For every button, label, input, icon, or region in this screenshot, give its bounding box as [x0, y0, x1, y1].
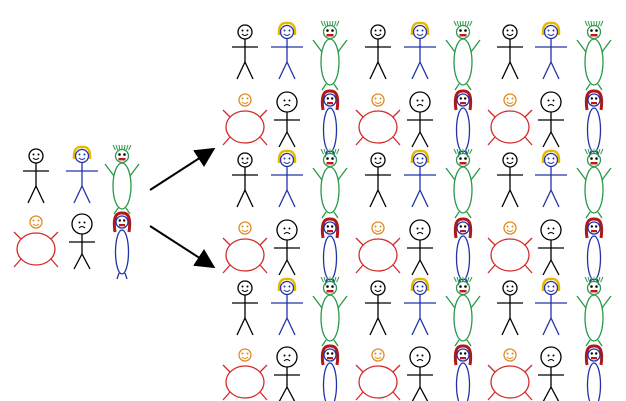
figure-spiky	[576, 20, 612, 91]
figure-blonde	[66, 145, 98, 204]
figure-plain	[497, 24, 523, 80]
figure-sad	[538, 346, 564, 401]
figure-plain	[232, 280, 258, 336]
figure-redhair	[320, 89, 340, 158]
figure-round	[222, 221, 268, 274]
figure-plain	[497, 152, 523, 208]
figure-blonde	[271, 149, 303, 208]
figure-plain	[365, 24, 391, 80]
figure-spiky	[312, 148, 348, 219]
figure-redhair	[320, 344, 340, 401]
figure-plain	[365, 152, 391, 208]
figure-spiky	[312, 20, 348, 91]
figure-redhair	[320, 217, 340, 286]
figure-redhair	[584, 344, 604, 401]
figure-spiky	[312, 276, 348, 347]
figure-redhair	[584, 217, 604, 286]
figure-spiky	[445, 276, 481, 347]
figure-blonde	[271, 277, 303, 336]
figure-sad	[274, 91, 300, 148]
figure-sad	[538, 219, 564, 276]
figure-blonde	[404, 277, 436, 336]
figure-plain	[232, 24, 258, 80]
figure-spiky	[104, 144, 140, 215]
figure-blonde	[271, 21, 303, 80]
figure-sad	[69, 213, 95, 270]
arrows-group	[149, 147, 216, 269]
figure-blonde	[535, 277, 567, 336]
figure-round	[222, 348, 268, 401]
replicated-figure-grid	[222, 20, 612, 401]
figure-sad	[538, 91, 564, 148]
figure-sad	[274, 346, 300, 401]
figure-round	[487, 348, 533, 401]
figure-round	[355, 348, 401, 401]
figure-round	[355, 221, 401, 274]
figure-sad	[407, 91, 433, 148]
figure-round	[487, 93, 533, 146]
figure-plain	[232, 152, 258, 208]
figure-round	[13, 215, 59, 268]
figure-spiky	[576, 276, 612, 347]
figure-blonde	[404, 21, 436, 80]
figure-redhair	[584, 89, 604, 158]
figure-redhair	[112, 211, 132, 280]
figure-round	[355, 93, 401, 146]
figure-plain	[23, 148, 49, 204]
figure-sad	[407, 219, 433, 276]
figure-redhair	[453, 344, 473, 401]
figure-redhair	[453, 89, 473, 158]
figure-blonde	[404, 149, 436, 208]
figure-blonde	[535, 21, 567, 80]
figure-round	[222, 93, 268, 146]
figure-redhair	[453, 217, 473, 286]
figure-spiky	[445, 148, 481, 219]
base-figure-group	[13, 144, 140, 280]
arrow-lower	[149, 225, 216, 269]
figure-plain	[497, 280, 523, 336]
figure-spiky	[445, 20, 481, 91]
arrow-upper	[149, 147, 216, 191]
figure-sad	[407, 346, 433, 401]
figure-blonde	[535, 149, 567, 208]
figure-round	[487, 221, 533, 274]
figure-sad	[274, 219, 300, 276]
figure-plain	[365, 280, 391, 336]
figure-spiky	[576, 148, 612, 219]
